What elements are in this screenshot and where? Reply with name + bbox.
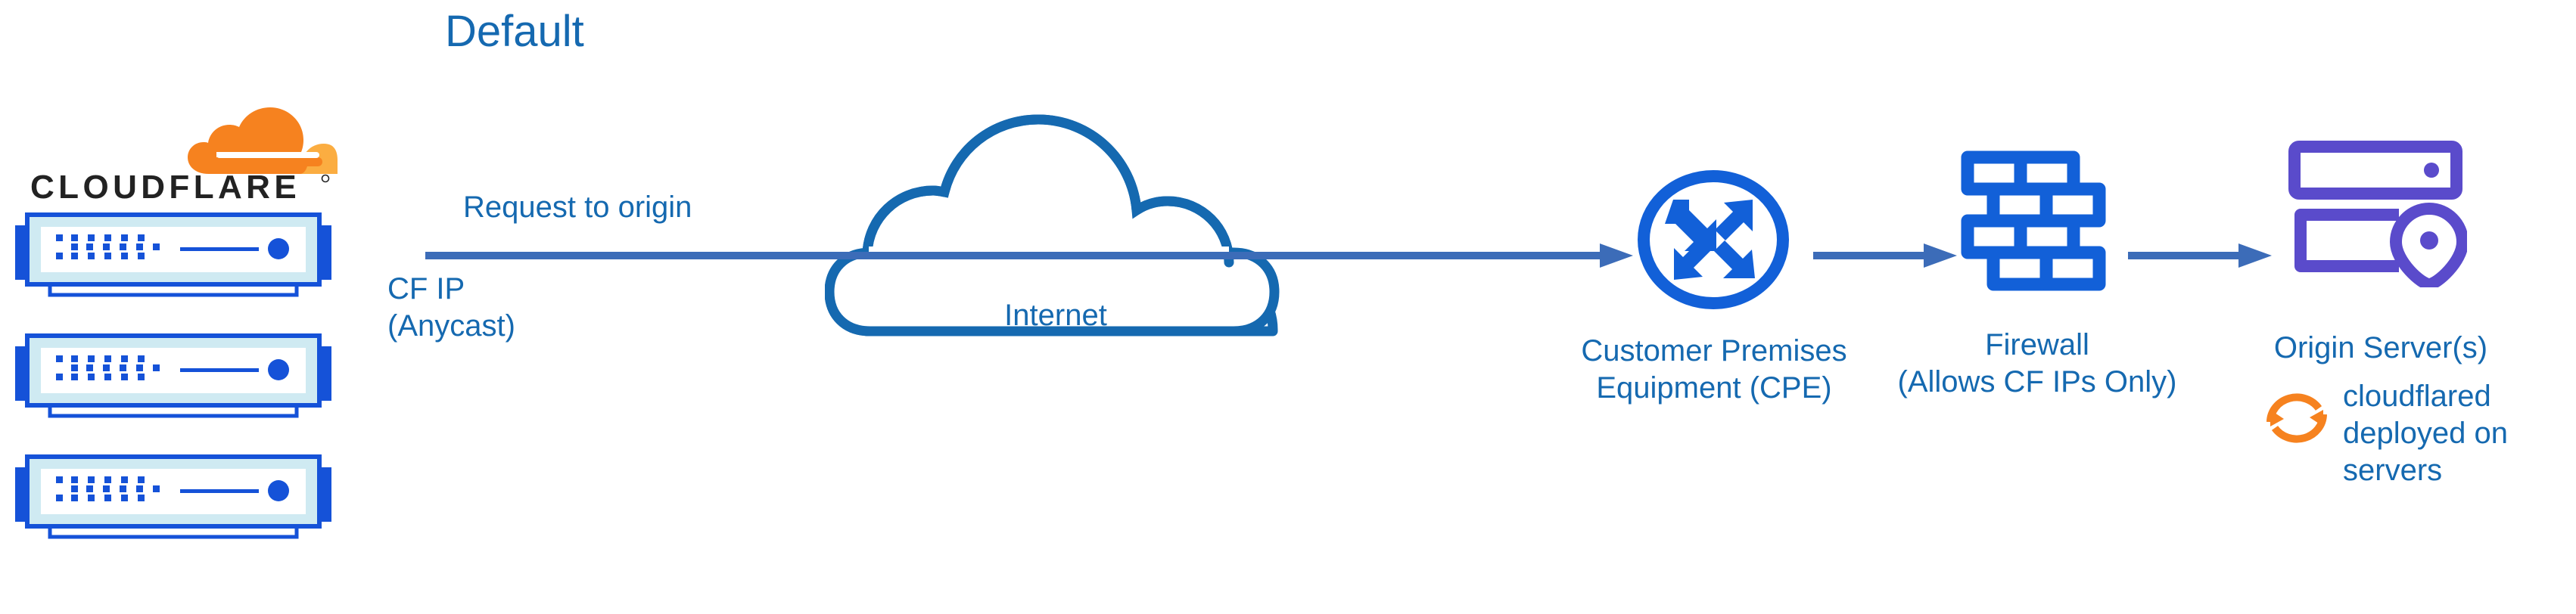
cloudflare-cloud-logo-icon: [186, 107, 338, 175]
cpe-label-line-1: Customer Premises: [1581, 334, 1847, 367]
internet-label: Internet: [1004, 299, 1107, 332]
cloudflare-edge-server-1: [15, 212, 331, 305]
cf-ip-line-2: (Anycast): [387, 309, 515, 343]
cf-ip-line-1: CF IP: [387, 272, 465, 305]
firewall-label-line-1: Firewall: [1985, 328, 2089, 361]
page-title: Default: [445, 7, 584, 56]
cloudflared-line-3: servers: [2343, 453, 2443, 487]
request-to-origin-label: Request to origin: [463, 191, 692, 224]
firewall-label: Firewall (Allows CF IPs Only): [1886, 327, 2189, 401]
request-flow-arrow: [425, 240, 1636, 271]
firewall-to-origin-arrow: [2128, 240, 2273, 271]
cpe-label-line-2: Equipment (CPE): [1596, 371, 1832, 405]
firewall-label-line-2: (Allows CF IPs Only): [1897, 364, 2177, 398]
cloudflared-line-2: deployed on: [2343, 416, 2508, 450]
cloudflared-label: cloudflared deployed on servers: [2343, 378, 2562, 488]
cloudflared-annotation: cloudflared deployed on servers: [2261, 378, 2564, 522]
cloudflare-edge-server-3: [15, 454, 331, 547]
cpe-to-firewall-arrow: [1813, 240, 1958, 271]
brick-wall-icon: [1958, 150, 2110, 293]
cloudflare-edge-server-2: [15, 333, 331, 426]
cloudflare-logo: CLOUDFLARE: [14, 107, 338, 206]
server-rack-location-pin-icon: [2285, 136, 2469, 290]
sync-circular-arrows-icon: [2261, 383, 2332, 454]
cf-ip-anycast-label: CF IP (Anycast): [387, 271, 515, 345]
origin-server-label: Origin Server(s): [2273, 331, 2488, 364]
cloudflare-wordmark-text: CLOUDFLARE: [30, 169, 300, 206]
cloudflared-line-1: cloudflared: [2343, 380, 2491, 413]
cpe-label: Customer Premises Equipment (CPE): [1506, 333, 1922, 407]
cloudflare-wordmark: CLOUDFLARE: [30, 169, 333, 206]
router-four-arrows-icon: [1635, 168, 1792, 312]
